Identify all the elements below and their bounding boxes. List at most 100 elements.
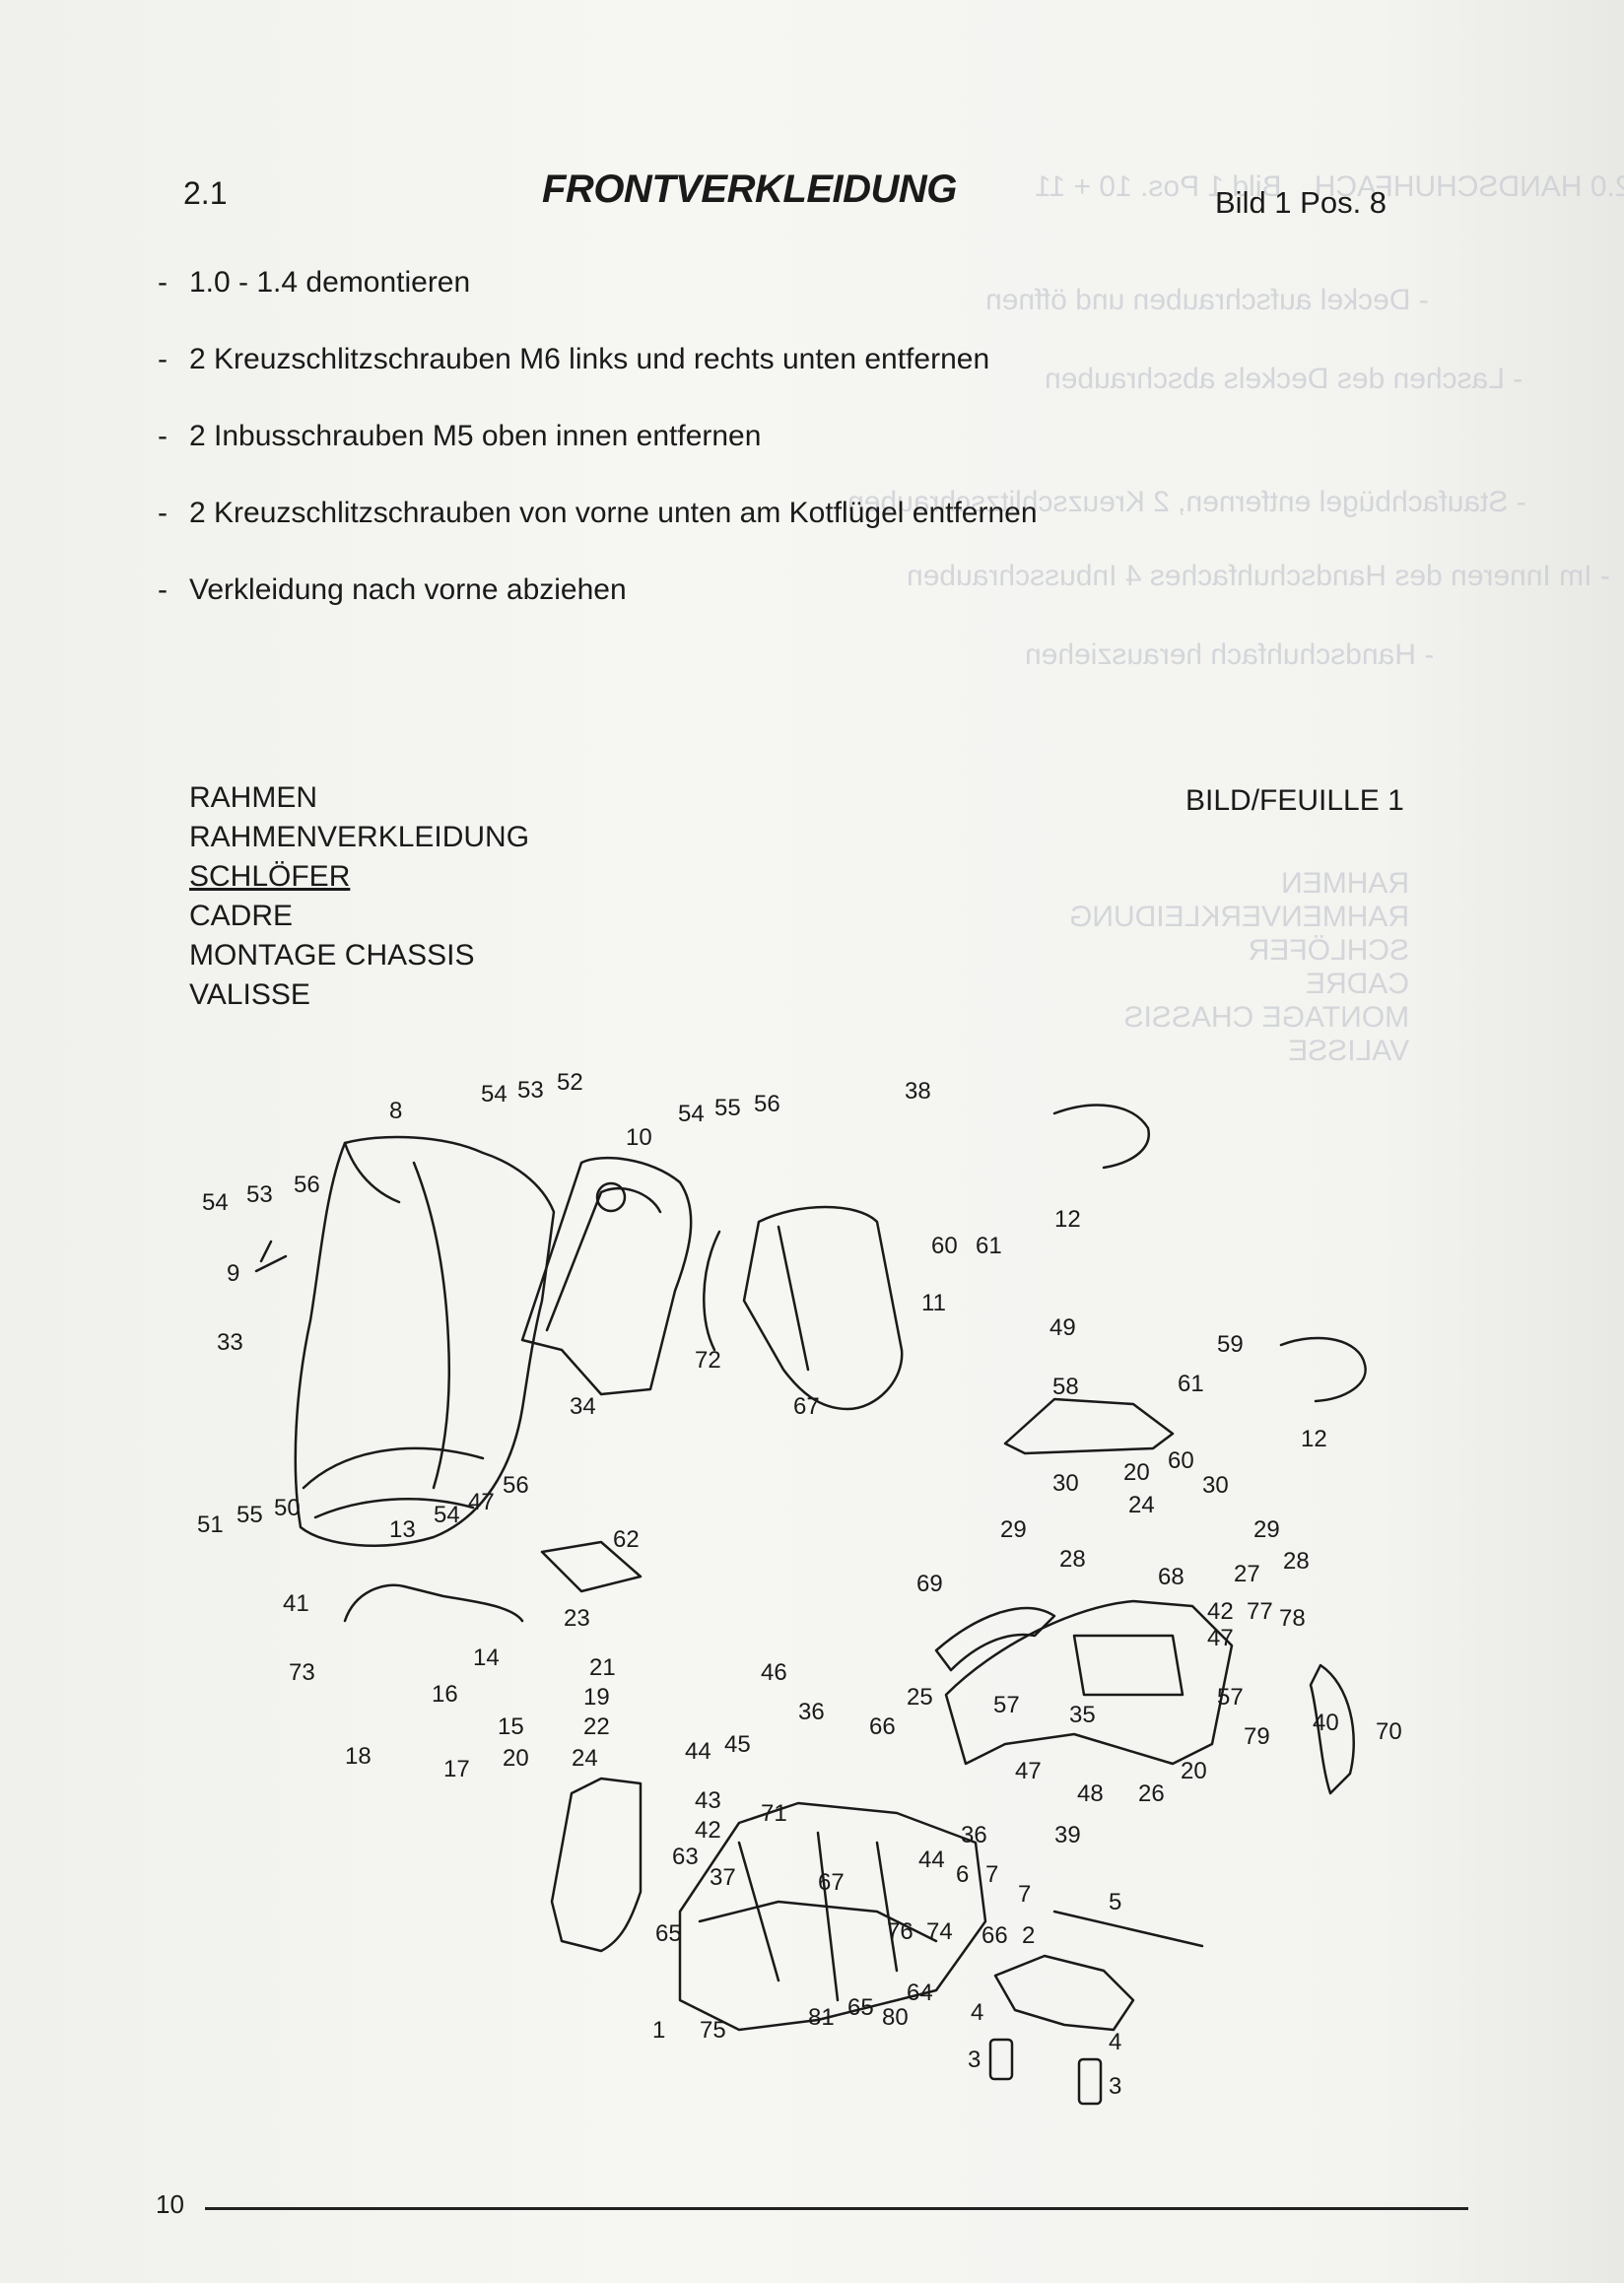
part-number: 54 [202,1189,229,1216]
instruction-list: -1.0 - 1.4 demontieren -2 Kreuzschlitzsc… [158,266,1038,650]
part-number: 35 [1069,1702,1096,1728]
part-number: 59 [1217,1331,1244,1358]
frame-part [1072,1634,1184,1697]
diagram-drawing [254,1104,1367,2106]
part-number: 44 [918,1847,945,1873]
part-number: 53 [517,1077,544,1104]
part-number: 11 [921,1290,946,1316]
caption-line: RAHMENVERKLEIDUNG [189,821,530,853]
frame-part [678,1801,987,2032]
bleed-through-text: - Laschen des Deckels abschrauben [1045,363,1523,395]
part-number: 6 [956,1861,969,1888]
part-number: 22 [583,1713,610,1740]
part-number: 19 [583,1684,610,1711]
fairing-part [294,1135,556,1547]
part-number: 70 [1376,1718,1402,1745]
part-number: 64 [907,1980,933,2006]
part-number: 13 [389,1516,416,1543]
bleed-through-text: - Deckel aufschrauben und öffnen [985,284,1429,316]
handle-part [934,1606,1056,1672]
clip-part [254,1240,288,1273]
part-number: 3 [968,2047,981,2073]
part-number: 39 [1054,1822,1081,1848]
step-bullet: - [158,343,168,375]
part-number: 38 [905,1078,931,1105]
part-number: 20 [1181,1758,1207,1784]
part-number: 52 [557,1069,583,1096]
step-text: 1.0 - 1.4 demontieren [189,266,471,299]
part-number: 45 [724,1731,751,1758]
part-number: 26 [1138,1780,1165,1807]
part-number: 15 [498,1713,524,1740]
part-number: 78 [1279,1605,1306,1632]
part-number: 54 [434,1502,460,1528]
instruction-step: -2 Inbusschrauben M5 oben innen entferne… [158,420,1038,497]
part-number: 12 [1054,1206,1081,1233]
part-number: 4 [971,1999,983,2026]
part-number: 10 [626,1124,652,1151]
part-number: 47 [468,1489,495,1515]
part-number: 8 [389,1098,402,1124]
bracket-part [1052,1104,1151,1170]
part-number: 41 [283,1590,309,1617]
part-number: 30 [1052,1470,1079,1497]
part-number: 72 [695,1347,721,1374]
part-number: 28 [1059,1546,1086,1573]
step-bullet: - [158,497,168,529]
part-number: 69 [916,1571,943,1597]
part-number: 56 [294,1172,320,1198]
panel-part [545,1186,662,1332]
plate-part [1003,1397,1175,1455]
part-number: 20 [503,1745,529,1772]
part-number: 81 [808,2004,835,2031]
part-number: 54 [481,1081,508,1108]
part-number: 62 [613,1526,640,1553]
panel-part [777,1225,810,1372]
part-number: 23 [564,1605,590,1632]
cover-part [540,1540,643,1593]
part-number: 16 [432,1681,458,1708]
part-number: 2 [1022,1922,1035,1949]
swing-arm-part [993,1954,1135,2032]
part-number: 47 [1207,1625,1234,1651]
part-number: 48 [1077,1780,1104,1807]
part-number: 68 [1158,1564,1184,1590]
frame-part [550,1777,643,1953]
part-number: 65 [655,1920,682,1947]
part-number: 55 [714,1095,741,1121]
spacer-part [1077,2057,1103,2106]
part-number: 5 [1109,1889,1121,1915]
bleed-through-text: - Handschuhfach herausziehen [1025,638,1435,671]
part-number: 47 [1015,1758,1042,1784]
instruction-step: -Verkleidung nach vorne abziehen [158,573,1038,650]
fairing-part [343,1141,401,1204]
part-number: 42 [695,1817,721,1844]
part-number: 60 [1168,1447,1194,1474]
part-number: 36 [961,1822,987,1848]
guard-part [1309,1663,1355,1795]
step-text: 2 Inbusschrauben M5 oben innen entfernen [189,420,762,452]
caption-line: MONTAGE CHASSIS [189,939,475,972]
part-number: 14 [473,1645,500,1671]
part-number: 43 [695,1787,721,1814]
part-number: 60 [931,1233,958,1259]
part-number: 40 [1313,1710,1339,1736]
part-number: 65 [847,1994,874,2021]
fairing-part [302,1446,485,1490]
part-number: 61 [976,1233,1002,1259]
part-number: 56 [754,1091,780,1117]
step-bullet: - [158,573,168,606]
part-number: 24 [1128,1492,1155,1518]
part-number: 24 [572,1745,598,1772]
part-number: 7 [1018,1881,1031,1908]
panel-part [520,1157,693,1396]
part-number: 7 [985,1861,998,1888]
figure-caption: RAHMEN RAHMENVERKLEIDUNG SCHLÖFER CADRE … [189,778,529,1015]
figure-reference: BILD/FEUILLE 1 [1185,784,1404,817]
fairing-part [412,1161,451,1490]
step-text: 2 Kreuzschlitzschrauben M6 links und rec… [189,343,990,375]
instruction-step: -1.0 - 1.4 demontieren [158,266,1038,343]
spacer-part [988,2038,1014,2081]
